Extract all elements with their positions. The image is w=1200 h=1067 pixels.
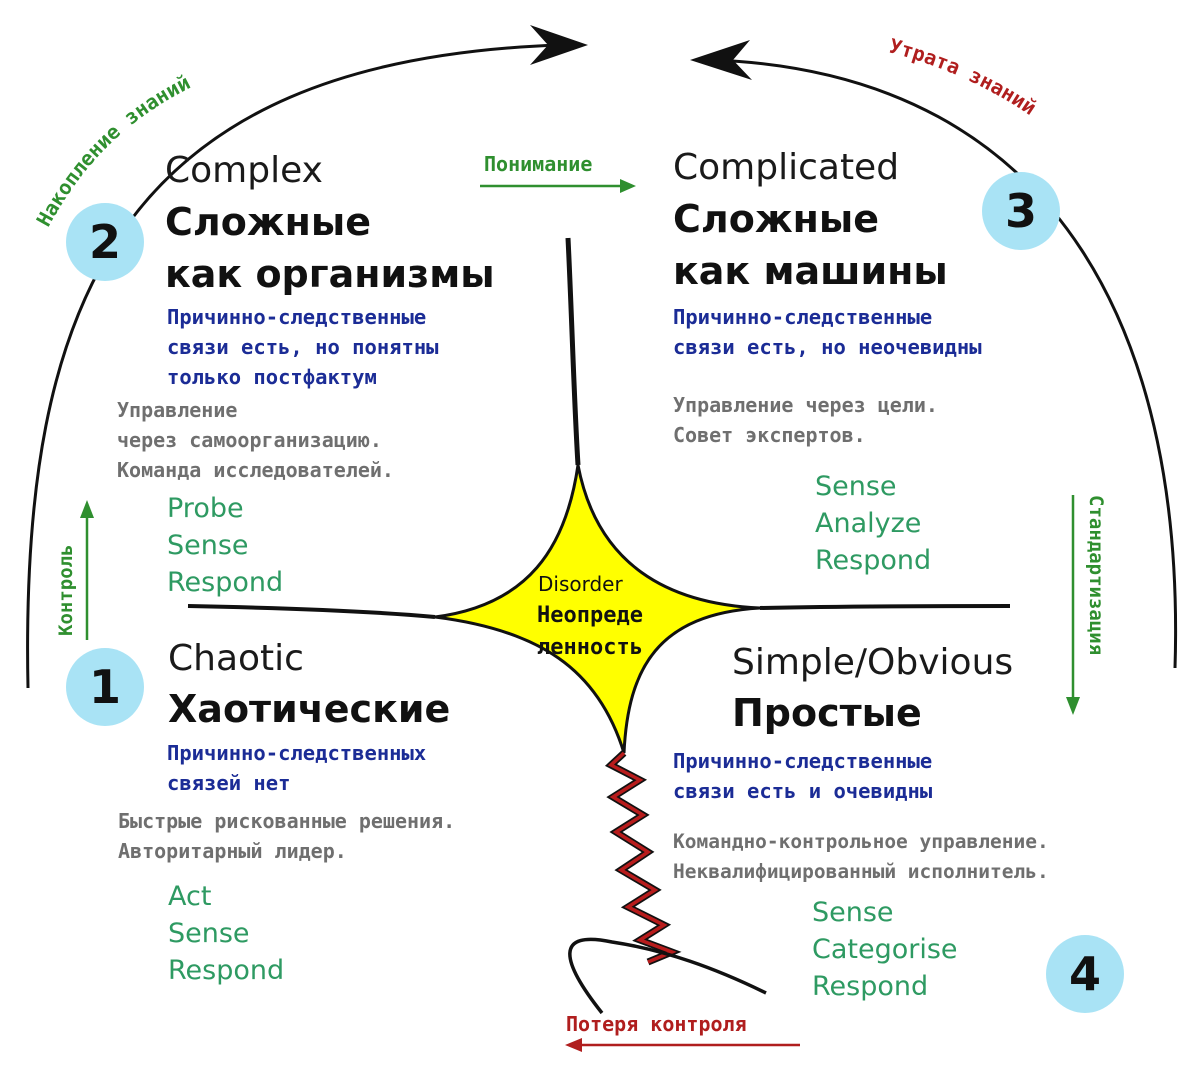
loss-of-control-label: Потеря контроля: [566, 1012, 747, 1036]
understanding-arrowhead: [620, 179, 636, 193]
disorder-title-ru: Неопреде ленность: [537, 603, 643, 660]
management-text: Командно-контрольное управление. Неквали…: [673, 830, 1049, 883]
domain-title-ru: Хаотические: [168, 687, 451, 731]
action-steps: Sense Categorise Respond: [812, 897, 958, 1002]
domain-title-ru: Простые: [732, 691, 922, 735]
management-text: Быстрые рискованные решения. Авторитарны…: [118, 809, 456, 863]
management-text: Управление через самоорганизацию. Команд…: [117, 398, 394, 482]
knowledge-loss-arrowhead: [690, 40, 752, 80]
understanding-label: Понимание: [484, 152, 593, 176]
action-steps: Sense Analyze Respond: [815, 471, 932, 576]
knowledge-loss-arc: [714, 58, 1178, 669]
standardization-label: Стандартизация: [1085, 495, 1107, 655]
chaos-fold-curve: [568, 937, 767, 1015]
boundary-top: [565, 237, 581, 466]
chaos-cliff-zigzag-red: [607, 751, 677, 964]
cause-effect-text: Причинно-следственные связи есть, но нео…: [673, 305, 982, 359]
domain-title-ru-line2: как машины: [673, 249, 948, 293]
domain-title-en: Complex: [165, 150, 323, 191]
standardization-arrowhead: [1066, 697, 1080, 715]
knowledge-gain-arrowhead: [530, 25, 588, 65]
domain-title-ru-line2: как организмы: [165, 252, 495, 296]
management-text: Управление через цели. Совет экспертов.: [673, 393, 938, 447]
control-arrowhead: [80, 500, 94, 518]
cause-effect-text: Причинно-следственные связи есть, но пон…: [167, 305, 439, 389]
domain-title-ru: Сложные: [673, 197, 880, 241]
action-steps: Probe Sense Respond: [167, 493, 284, 598]
action-steps: Act Sense Respond: [168, 881, 285, 986]
domain-number-badge-chaotic: 1: [66, 648, 144, 726]
domain-number-badge-complicated: 3: [982, 172, 1060, 250]
domain-title-en: Simple/Obvious: [732, 642, 1014, 683]
domain-number-badge-complex: 2: [66, 203, 144, 281]
knowledge-loss-label: Утрата знаний: [887, 34, 1041, 120]
domain-title-ru: Сложные: [165, 200, 372, 244]
domain-number-badge-simple: 4: [1046, 935, 1124, 1013]
boundary-right: [759, 604, 1011, 610]
cause-effect-text: Причинно-следственных связей нет: [167, 741, 427, 795]
domain-title-en: Chaotic: [168, 638, 304, 679]
boundary-left: [187, 604, 436, 619]
disorder-title-en: Disorder: [538, 572, 623, 596]
domain-title-en: Complicated: [673, 147, 900, 188]
control-label: Контроль: [55, 544, 77, 636]
cause-effect-text: Причинно-следственные связи есть и очеви…: [673, 749, 933, 803]
loss-of-control-arrowhead: [565, 1038, 582, 1052]
